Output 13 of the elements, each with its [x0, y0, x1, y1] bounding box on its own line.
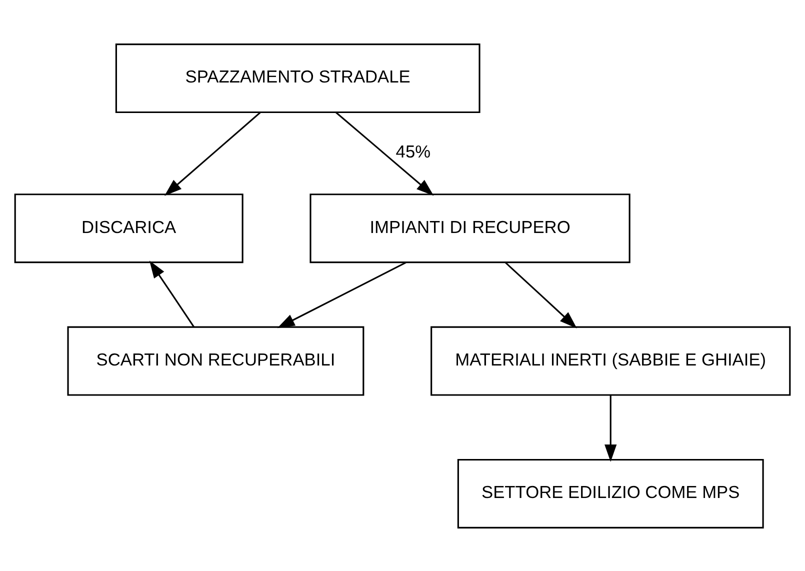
node-box: SETTORE EDILIZIO COME MPS — [457, 458, 764, 528]
arrow — [149, 260, 194, 327]
node-box: SPAZZAMENTO STRADALE — [115, 43, 480, 113]
arrow — [504, 262, 577, 328]
edge-label: 45% — [396, 141, 431, 162]
node-box: DISCARICA — [14, 193, 244, 263]
arrow — [164, 111, 261, 196]
arrow — [604, 394, 617, 462]
arrow — [336, 111, 434, 196]
arrow — [277, 261, 406, 328]
node-box: MATERIALI INERTI (SABBIE E GHIAIE) — [430, 326, 791, 396]
node-box: SCARTI NON RECUPERABILI — [67, 326, 364, 396]
node-box: IMPIANTI DI RECUPERO — [310, 193, 630, 263]
